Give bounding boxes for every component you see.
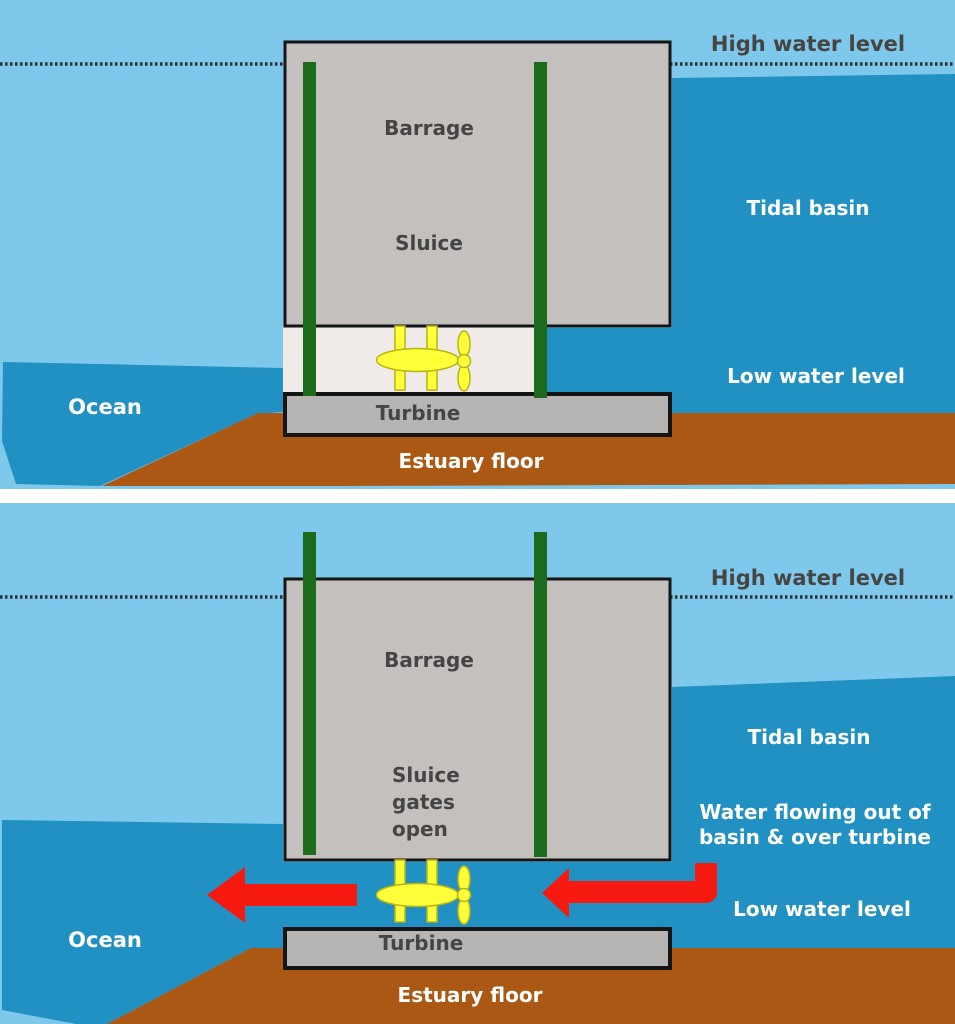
turbine-rotor-icon-top xyxy=(375,325,472,392)
tidal-basin-water-top xyxy=(545,74,955,413)
arrow-head xyxy=(207,867,245,923)
arrow-shaft xyxy=(566,863,717,903)
ocean-water-bottom xyxy=(2,820,283,1024)
sluice-gate-left-closed-icon xyxy=(303,62,316,396)
sluice-gate-right-closed-icon xyxy=(534,62,547,398)
propeller-hub-icon xyxy=(456,887,472,903)
turbine-body-icon xyxy=(375,882,460,908)
turbine-base-top xyxy=(283,392,672,437)
propeller-hub-icon xyxy=(456,353,472,369)
turbine-base-bottom xyxy=(283,927,672,970)
arrow-shaft xyxy=(245,884,357,906)
barrage-wall-top xyxy=(283,40,672,328)
panel-high-tide xyxy=(0,0,955,490)
arrow-head xyxy=(542,868,569,918)
water-flow-arrow-left-icon xyxy=(207,867,357,923)
propeller-blade-icon xyxy=(457,364,471,392)
turbine-rotor-icon-bottom xyxy=(375,859,472,925)
propeller-blade-icon xyxy=(457,330,471,358)
tidal-basin-water-bottom xyxy=(283,676,955,948)
barrage-wall-bottom xyxy=(283,577,672,862)
water-flow-arrow-elbow-icon xyxy=(542,863,717,918)
ocean-water-top xyxy=(2,362,283,486)
panel-separator xyxy=(0,489,955,503)
turbine-body-icon xyxy=(375,347,460,373)
panel-low-tide xyxy=(0,503,955,1024)
sluice-gate-right-open-icon xyxy=(534,532,547,857)
sluice-gate-left-open-icon xyxy=(303,532,316,855)
